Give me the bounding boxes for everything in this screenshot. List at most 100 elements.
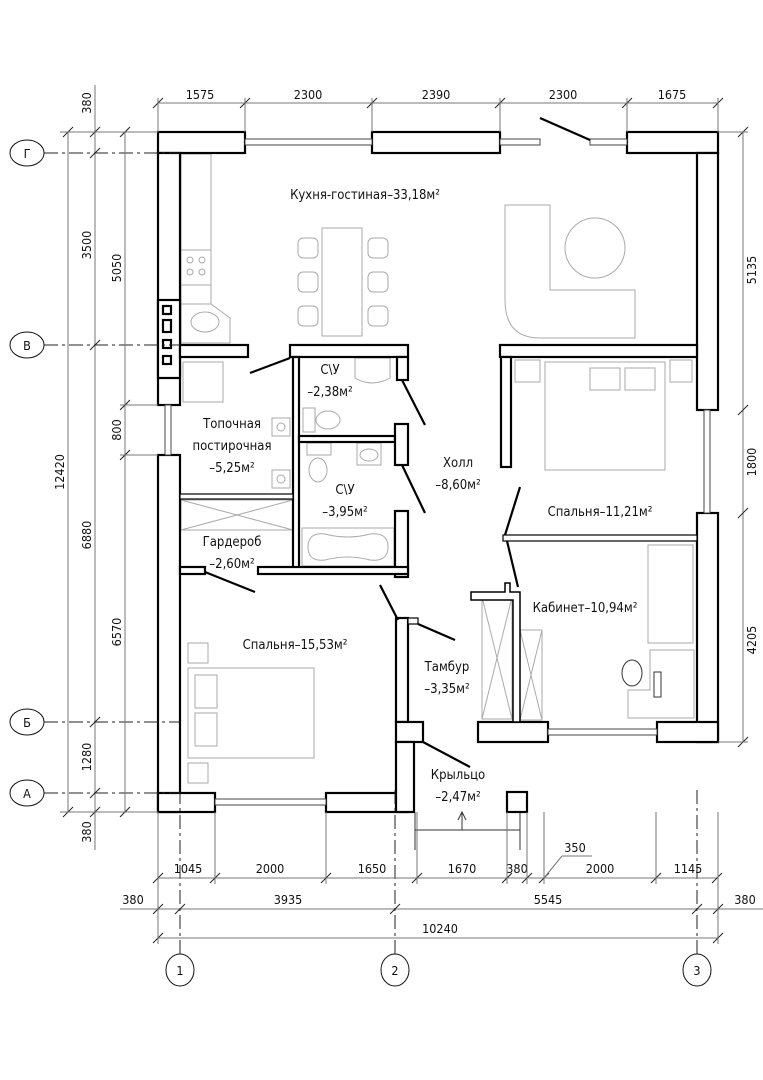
axis-marker (9, 779, 45, 807)
dimension-tick (89, 716, 101, 728)
chairs (297, 237, 389, 327)
room-label: Тамбур–3,35м² (424, 660, 470, 697)
double-bed (544, 361, 666, 471)
dimension-label: 1145 (674, 861, 703, 876)
room-area: –3,95м² (322, 505, 367, 520)
dimension-label: 4205 (744, 626, 759, 655)
desk (627, 649, 695, 719)
window (547, 728, 658, 736)
svg-text:Кабинет–10,94м²: Кабинет–10,94м² (533, 601, 638, 616)
furniture (180, 153, 695, 850)
dimension-label: 10240 (422, 921, 458, 936)
dimension-label: 6880 (79, 521, 94, 550)
dimension-tick (389, 903, 401, 915)
axis-label: 1 (176, 963, 183, 978)
dimension-label: 6570 (109, 618, 124, 647)
window (589, 138, 628, 146)
room-name: Кухня-гостиная (290, 188, 387, 203)
axis-marker (9, 139, 45, 167)
axis-label: 3 (693, 963, 700, 978)
axis-marker (165, 953, 195, 987)
sofa (647, 544, 694, 644)
dimension-label: 1575 (186, 87, 215, 102)
room-name: С\У (320, 363, 339, 378)
room-area: –2,38м² (307, 385, 352, 400)
bathtub-icon (301, 527, 395, 567)
dimension-label: 5050 (109, 254, 124, 283)
dimension-label: 5135 (744, 256, 759, 285)
dimension-tick (89, 339, 101, 351)
dimension-label: 1800 (744, 448, 759, 477)
dimension-label: 12420 (52, 454, 67, 490)
dimension-label: 380 (734, 892, 755, 907)
office-chair-icon (621, 659, 643, 687)
dimension-tick (711, 872, 723, 884)
room-area: –10,94м² (585, 601, 638, 616)
axis-marker (380, 953, 410, 987)
svg-text:Кухня-гостиная–33,18м²: Кухня-гостиная–33,18м² (290, 188, 440, 203)
room-label: С\У –3,95м² (322, 483, 367, 520)
toilet-icon (315, 410, 341, 430)
room-area: –3,35м² (424, 682, 469, 697)
room-name: Крыльцо (431, 768, 485, 783)
room-name: С\У (335, 483, 354, 498)
room-area: –33,18м² (387, 188, 440, 203)
room-name: Спальня (243, 638, 295, 653)
window (244, 138, 373, 146)
arrow-up-icon (457, 810, 467, 821)
double-bed (187, 667, 315, 759)
stove-icon (180, 249, 212, 286)
dimension-label: 3935 (274, 892, 303, 907)
room-area: –5,25м² (209, 461, 254, 476)
room-name: Холл (443, 456, 473, 471)
dimension-label: 350 (564, 840, 585, 855)
dimension-tick (691, 903, 703, 915)
room-area: –11,21м² (600, 505, 653, 520)
axis-label: Б (23, 715, 31, 730)
dimension-tick (89, 147, 101, 159)
dimension-label: 3500 (79, 231, 94, 260)
axis-marker (682, 953, 712, 987)
dimension-label: 1045 (174, 861, 203, 876)
dimension-label: 2000 (256, 861, 285, 876)
dimension-tick (89, 787, 101, 799)
dimension-label: 1650 (358, 861, 387, 876)
boiler-icon (182, 361, 224, 403)
axis-label: В (23, 338, 31, 353)
dimension-label: 2000 (586, 861, 615, 876)
room-label: Спальня–11,21м² (548, 505, 653, 520)
monitor-icon (653, 671, 662, 698)
room-labels: Кухня-гостиная–33,18м² С\У –2,38м² Топочная… (193, 188, 653, 805)
axis-label: А (23, 786, 31, 801)
dimension-label: 2300 (294, 87, 323, 102)
room-label: Гардероб–2,60м² (203, 535, 262, 572)
room-area: –8,60м² (435, 478, 480, 493)
dimension-label: 5545 (534, 892, 563, 907)
axis-label: Г (24, 146, 31, 161)
dimension-label: 380 (506, 861, 527, 876)
dimension-label: 380 (79, 821, 94, 842)
room-name: Гардероб (203, 535, 262, 550)
sink-counter (180, 303, 231, 344)
svg-text:Спальня–11,21м²: Спальня–11,21м² (548, 505, 653, 520)
porch-stairs (414, 812, 521, 850)
window (499, 138, 541, 146)
room-label: Крыльцо–2,47м² (431, 768, 485, 805)
axis-marker (9, 708, 45, 736)
window (703, 409, 711, 514)
room-name: Спальня (548, 505, 600, 520)
room-label: Спальня–15,53м² (243, 638, 348, 653)
dimension-label: 800 (109, 419, 124, 440)
room-area: –15,53м² (295, 638, 348, 653)
corner-sofa (504, 204, 636, 339)
dimension-tick (174, 903, 186, 915)
dimension-tick (737, 404, 749, 416)
window (214, 798, 327, 806)
washbasin-icon (354, 357, 391, 384)
svg-text:Спальня–15,53м²: Спальня–15,53м² (243, 638, 348, 653)
dimension-tick (737, 507, 749, 519)
